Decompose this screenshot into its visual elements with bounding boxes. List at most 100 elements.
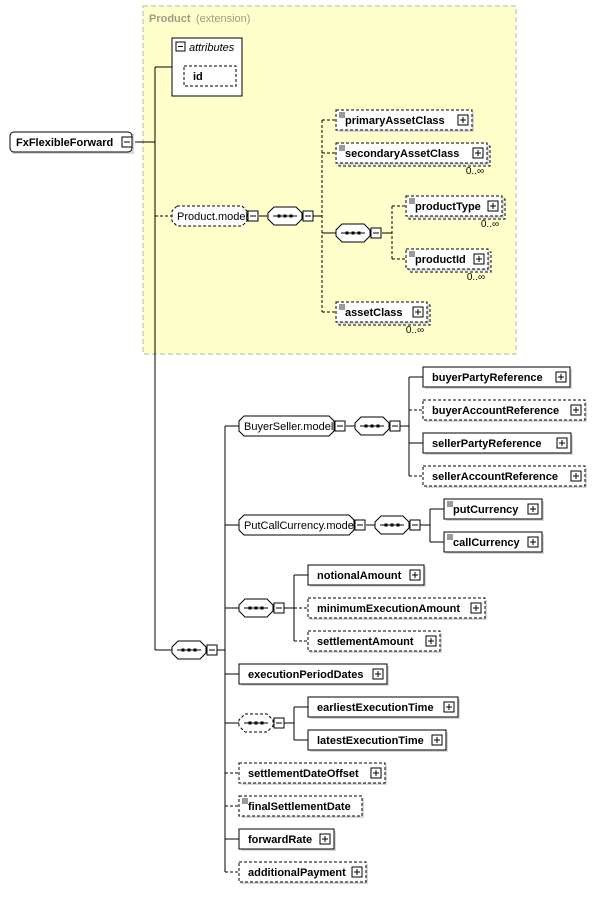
expand-icon[interactable] [431, 734, 443, 746]
documentation-icon [447, 534, 453, 540]
documentation-icon [409, 251, 415, 257]
expand-icon[interactable] [372, 668, 384, 680]
collapse-icon[interactable] [354, 519, 366, 531]
expand-icon[interactable] [555, 371, 567, 383]
group-product-model[interactable]: Product.model [171, 205, 259, 227]
attribute-id-label: id [193, 71, 203, 83]
element-seller-account-reference[interactable]: sellerAccountReference [422, 465, 587, 488]
element-primary-asset-class-label: primaryAssetClass [345, 115, 445, 127]
collapse-icon[interactable] [247, 210, 259, 222]
expand-icon[interactable] [472, 147, 484, 159]
element-forward-rate[interactable]: forwardRate [238, 828, 336, 851]
connector-lines [135, 66, 444, 873]
element-product-type-label: productType [415, 201, 481, 213]
sequence-compositor-icon[interactable] [374, 515, 421, 535]
sequence-compositor-icon[interactable] [335, 223, 382, 243]
element-product-type-occurrence: 0..∞ [481, 219, 499, 230]
sequence-compositor-icon[interactable] [354, 416, 401, 436]
element-secondary-asset-class-label: secondaryAssetClass [345, 148, 459, 160]
expand-icon[interactable] [570, 404, 582, 416]
documentation-icon [447, 501, 453, 507]
collapse-icon[interactable] [389, 420, 401, 432]
element-settlement-date-offset[interactable]: settlementDateOffset [238, 762, 387, 785]
element-additional-payment[interactable]: additionalPayment [238, 861, 368, 884]
element-notional-amount-label: notionalAmount [317, 570, 402, 582]
element-put-currency-label: putCurrency [453, 504, 519, 516]
element-settlement-date-offset-label: settlementDateOffset [248, 768, 359, 780]
expand-icon[interactable] [527, 503, 539, 515]
collapse-icon[interactable] [273, 717, 285, 729]
sequence-compositor-icon[interactable] [267, 206, 314, 226]
group-buyer-seller-model[interactable]: BuyerSeller.model [238, 415, 346, 437]
element-minimum-execution-amount[interactable]: minimumExecutionAmount [307, 597, 487, 620]
element-buyer-party-reference[interactable]: buyerPartyReference [422, 366, 572, 389]
element-buyer-account-reference[interactable]: buyerAccountReference [422, 399, 587, 422]
element-final-settlement-date[interactable]: finalSettlementDate [238, 795, 364, 818]
collapse-icon[interactable] [121, 136, 133, 148]
collapse-icon[interactable] [370, 227, 382, 239]
group-buyer-seller-model-label: BuyerSeller.model [244, 421, 333, 433]
root-element-label: FxFlexibleForward [16, 137, 113, 149]
element-notional-amount[interactable]: notionalAmount [307, 564, 426, 587]
root-element-fxflexibleforward[interactable]: FxFlexibleForward [9, 131, 134, 154]
expand-icon[interactable] [370, 767, 382, 779]
expand-icon[interactable] [527, 536, 539, 548]
group-put-call-currency-model-label: PutCallCurrency.model [244, 520, 356, 532]
expand-icon[interactable] [473, 253, 485, 265]
element-primary-asset-class[interactable]: primaryAssetClass [335, 109, 474, 132]
collapse-icon[interactable] [334, 420, 346, 432]
attribute-id[interactable] [183, 65, 237, 87]
expand-icon[interactable] [556, 437, 568, 449]
sequence-compositor-icon[interactable] [171, 640, 218, 660]
sequence-compositor-icon[interactable] [238, 713, 285, 733]
element-latest-execution-time[interactable]: latestExecutionTime [307, 729, 448, 752]
group-product-model-label: Product.model [177, 211, 248, 223]
collapse-icon[interactable] [302, 210, 314, 222]
expand-icon[interactable] [319, 833, 331, 845]
element-call-currency-label: callCurrency [453, 537, 521, 549]
expand-icon[interactable] [425, 635, 437, 647]
element-buyer-account-reference-label: buyerAccountReference [432, 405, 559, 417]
element-secondary-asset-class-occurrence: 0..∞ [466, 166, 484, 177]
group-put-call-currency-model[interactable]: PutCallCurrency.model [238, 514, 366, 536]
element-buyer-party-reference-label: buyerPartyReference [432, 372, 543, 384]
expand-icon[interactable] [409, 569, 421, 581]
element-forward-rate-label: forwardRate [248, 834, 312, 846]
element-asset-class-label: assetClass [345, 307, 403, 319]
expand-icon[interactable] [457, 114, 469, 126]
attributes-collapse-icon[interactable] [175, 41, 186, 52]
element-additional-payment-label: additionalPayment [248, 867, 346, 879]
collapse-icon[interactable] [273, 602, 285, 614]
expand-icon[interactable] [470, 602, 482, 614]
element-execution-period-dates[interactable]: executionPeriodDates [238, 663, 389, 686]
element-seller-party-reference[interactable]: sellerPartyReference [422, 432, 573, 455]
element-call-currency[interactable]: callCurrency [443, 531, 544, 554]
element-earliest-execution-time-label: earliestExecutionTime [317, 702, 434, 714]
element-seller-account-reference-label: sellerAccountReference [432, 471, 558, 483]
expand-icon[interactable] [412, 306, 424, 318]
expand-icon[interactable] [443, 701, 455, 713]
collapse-icon[interactable] [206, 644, 218, 656]
element-product-id-label: productId [415, 254, 466, 266]
element-put-currency[interactable]: putCurrency [443, 498, 544, 521]
element-settlement-amount-label: settlementAmount [317, 636, 414, 648]
collapse-icon[interactable] [409, 519, 421, 531]
element-settlement-amount[interactable]: settlementAmount [307, 630, 442, 653]
element-latest-execution-time-label: latestExecutionTime [317, 735, 424, 747]
expand-icon[interactable] [487, 200, 499, 212]
expand-icon[interactable] [351, 866, 363, 878]
extension-subtitle: (extension) [196, 13, 250, 25]
documentation-icon [242, 798, 248, 804]
documentation-icon [339, 112, 345, 118]
sequence-compositor-icon[interactable] [238, 598, 285, 618]
element-secondary-asset-class[interactable]: secondaryAssetClass 0..∞ [335, 142, 491, 177]
element-earliest-execution-time[interactable]: earliestExecutionTime [307, 696, 460, 719]
expand-icon[interactable] [570, 470, 582, 482]
documentation-icon [339, 145, 345, 151]
